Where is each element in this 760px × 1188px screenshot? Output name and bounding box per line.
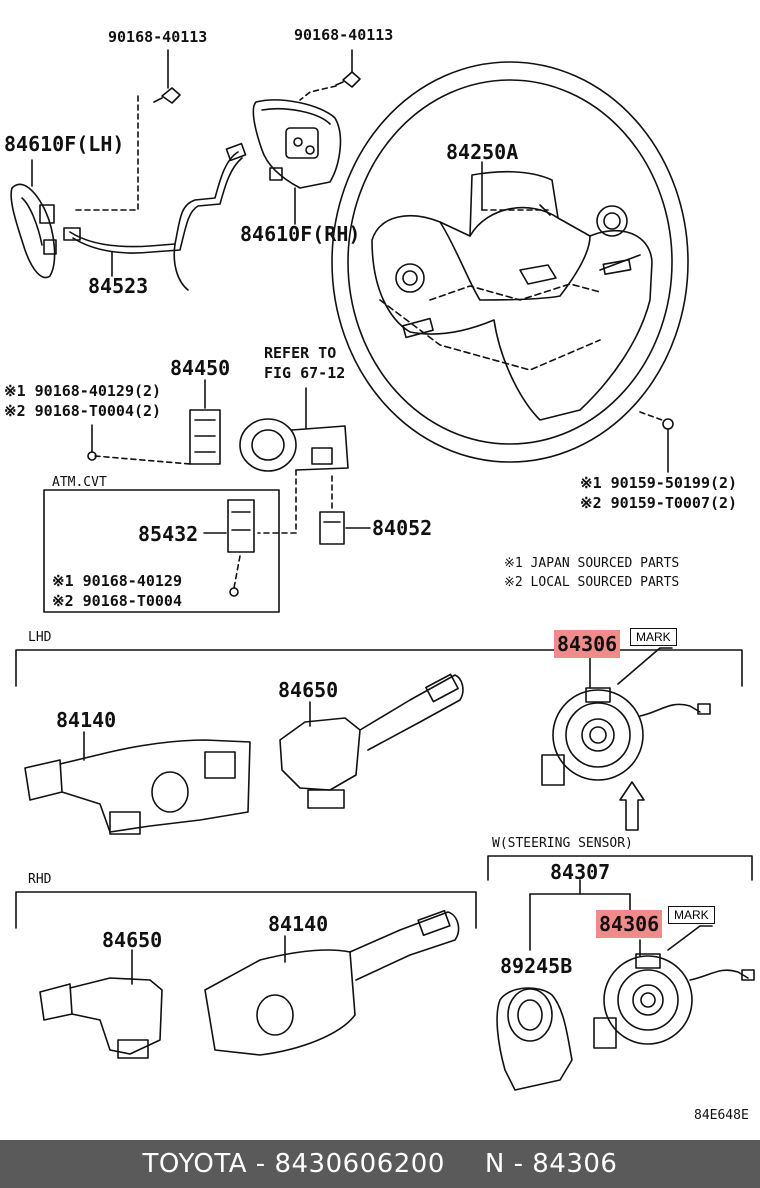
label-84650-lhd: 84650	[278, 678, 339, 702]
turn-signal-switch-84140-rhd	[204, 909, 460, 1056]
shift-lock-85432	[227, 499, 255, 553]
label-90168-40113-right: 90168-40113	[294, 26, 394, 44]
label-84306-top: 84306	[554, 630, 621, 658]
bolt-90168-40113-left	[153, 87, 181, 104]
spiral-cable-84306-bottom	[593, 953, 755, 1049]
wiper-switch-84650-rhd	[39, 977, 163, 1059]
steering-wheel-84250A	[331, 61, 689, 463]
label-84306-bottom: 84306	[596, 910, 663, 938]
steering-column-switch-body	[239, 418, 349, 472]
label-refer-line1: REFER TO	[264, 344, 337, 362]
wire-harness-84523	[63, 142, 247, 291]
clock-spring-84450	[189, 409, 221, 465]
label-bolt-left-2: ※2 90168-T0004(2)	[4, 402, 162, 420]
mark-tag-bottom: MARK	[668, 906, 715, 924]
highlight-84306-top: 84306	[554, 630, 621, 658]
mark-tag-top: MARK	[630, 628, 677, 646]
label-84307: 84307	[550, 860, 611, 884]
label-steering-sensor: W(STEERING SENSOR)	[492, 836, 633, 851]
steering-sensor-89245B	[496, 987, 573, 1091]
label-84523: 84523	[88, 274, 149, 298]
label-rhd: RHD	[28, 872, 52, 887]
label-84610F-RH: 84610F(RH)	[240, 222, 361, 246]
label-lhd: LHD	[28, 630, 52, 645]
wiper-switch-84650-lhd	[279, 673, 464, 809]
label-85432: 85432	[138, 522, 199, 546]
label-atm-bolt-1: ※1 90168-40129	[52, 572, 182, 590]
connector-84052	[319, 511, 345, 545]
label-bolt-right-1: ※1 90159-50199(2)	[580, 474, 738, 492]
part-number-footer: TOYOTA - 8430606200 N - 84306	[0, 1140, 760, 1188]
label-refer-line2: FIG 67-12	[264, 364, 346, 382]
label-84450: 84450	[170, 356, 231, 380]
label-84250A: 84250A	[446, 140, 519, 164]
label-atm-bolt-2: ※2 90168-T0004	[52, 592, 182, 610]
label-84140-lhd: 84140	[56, 708, 117, 732]
exploded-view-drawing	[10, 49, 755, 1091]
paddle-switch-lh	[10, 183, 57, 279]
paddle-switch-rh	[252, 99, 342, 189]
bolt-90168-40113-right	[335, 71, 361, 88]
highlight-84306-bottom: 84306	[596, 910, 663, 938]
note-local-sourced: ※2 LOCAL SOURCED PARTS	[504, 575, 680, 590]
label-84052: 84052	[372, 516, 433, 540]
atm-cvt-box	[43, 489, 280, 613]
turn-signal-switch-84140-lhd	[24, 739, 251, 835]
label-84610F-LH: 84610F(LH)	[4, 132, 125, 156]
label-atm-cvt: ATM.CVT	[52, 475, 107, 490]
footer-ref-number: N - 84306	[484, 1149, 618, 1179]
footer-brand-part: TOYOTA - 8430606200	[142, 1149, 445, 1179]
label-bolt-left-1: ※1 90168-40129(2)	[4, 382, 162, 400]
figure-code: 84E648E	[694, 1108, 749, 1123]
note-japan-sourced: ※1 JAPAN SOURCED PARTS	[504, 556, 680, 571]
label-90168-40113-left: 90168-40113	[108, 28, 208, 46]
label-bolt-right-2: ※2 90159-T0007(2)	[580, 494, 738, 512]
label-84140-rhd: 84140	[268, 912, 329, 936]
spiral-cable-84306-top	[541, 687, 711, 786]
label-89245B: 89245B	[500, 954, 573, 978]
label-84650-rhd: 84650	[102, 928, 163, 952]
